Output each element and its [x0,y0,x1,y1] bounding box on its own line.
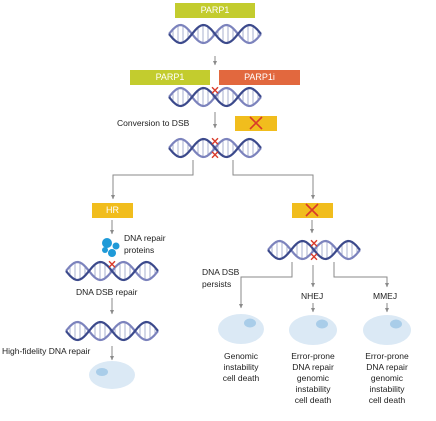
dna-repair-proteins-label-1: DNA repair [124,233,166,243]
cell-mmej [363,315,411,345]
cell-nhej [289,315,337,345]
mmej-label: MMEJ [373,291,398,301]
nhej-label: NHEJ [301,291,324,301]
parp1-top-box: PARP1 [175,3,255,18]
dna-break-mark [108,260,116,268]
parp1-left-box: PARP1 [130,70,210,85]
connector-arrows [109,56,390,361]
dna-repair-proteins-icon [102,238,120,257]
high-fidelity-label: High-fidelity DNA repair [2,346,91,356]
parp1i-box: PARP1i [219,70,300,85]
cell-hf [89,361,135,389]
dna-helix-5 [65,260,159,282]
dna-helix-4 [267,239,361,261]
dna-helix-2 [168,86,262,108]
dna-break-mark [310,253,318,261]
conversion-label: Conversion to DSB [117,118,190,128]
arrow-to-blocked [232,160,316,200]
hr-box: HR [92,203,133,218]
dna-break-mark [310,239,318,247]
dna-helix-1 [168,23,262,45]
arrow-mmej [333,262,390,288]
dsb-persists-label-1: DNA DSB [202,267,240,277]
blocked-cross-icon [249,116,263,130]
arrow-to-hr [110,160,194,200]
dna-break-mark [211,86,219,94]
dsb-repair-label: DNA DSB repair [76,287,138,297]
dna-helix-3 [168,137,262,159]
dna-break-mark [211,137,219,145]
dna-break-mark [211,151,219,159]
arrow-persists [238,262,293,309]
blocked-cross-icon [305,203,319,217]
dna-helix-6 [65,320,159,342]
dsb-persists-label-2: persists [202,279,232,289]
dna-repair-proteins-label-2: proteins [124,245,155,255]
outcome-nhej: Error-prone DNA repair genomic instabili… [291,351,335,405]
cell-genomic [218,314,264,344]
dna-helices [65,23,361,342]
outcome-genomic: Genomic instability cell death [222,351,260,383]
outcome-mmej: Error-prone DNA repair genomic instabili… [365,351,409,405]
